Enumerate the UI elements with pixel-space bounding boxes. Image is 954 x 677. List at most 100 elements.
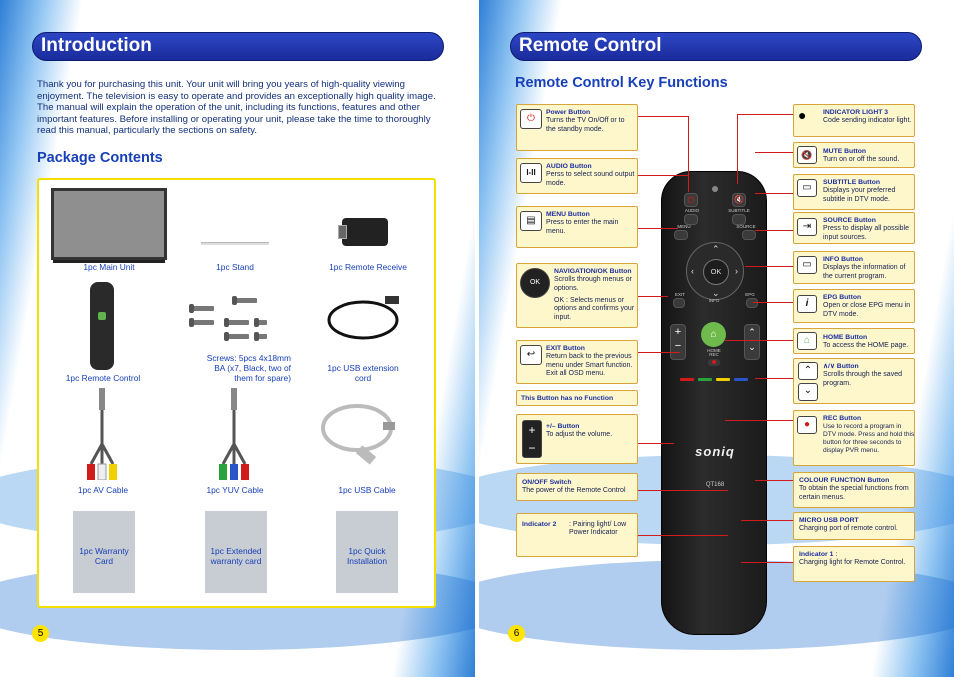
- callout-text: To access the HOME page.: [823, 342, 909, 350]
- leader-line: [638, 116, 688, 117]
- nav-up-icon: ⌃: [712, 244, 720, 254]
- callout-no-function: This Button has no Function: [516, 390, 638, 406]
- mute-icon: 🔇: [797, 146, 817, 164]
- callout-text: Press to display all possible input sour…: [823, 225, 909, 241]
- item-receiver: 1pc Remote Receive: [329, 262, 407, 272]
- callout-text: Open or close EPG menu in DTV mode.: [823, 302, 911, 318]
- usb-cord-image: [327, 296, 399, 340]
- tv-image: [51, 188, 167, 260]
- leader-line: [741, 562, 793, 563]
- title-bar: Remote Control: [510, 32, 922, 61]
- callout-title: SUBTITLE Button: [823, 179, 881, 186]
- leader-line: [755, 193, 793, 194]
- item-quick-install: 1pc Quick Installation: [346, 546, 388, 566]
- exit-icon: [673, 298, 685, 308]
- item-ext-warranty: 1pc Extended warranty card: [210, 546, 262, 566]
- callout-text: Turns the TV On/Off or to the standby mo…: [546, 117, 625, 133]
- callout-text: Scrolls through the saved program.: [823, 371, 902, 387]
- item-usb-cable: 1pc USB Cable: [338, 485, 396, 495]
- package-contents-box: 1pc Main Unit 1pc Stand 1pc Remote Recei…: [37, 178, 436, 608]
- leader-line: [638, 535, 728, 536]
- remote-illustration: ⏻ 🔇 AUDIO SUBTITLE MENU SOURCE ⌃ ‹ › ⌄ O…: [661, 171, 767, 635]
- leader-line: [638, 296, 668, 297]
- subtitle-icon: [732, 214, 746, 225]
- item-stand: 1pc Stand: [216, 262, 254, 272]
- callout-text: To adjust the volume.: [546, 431, 613, 439]
- info-screen-icon: ▭: [797, 256, 817, 274]
- callout-title: SOURCE Button: [823, 217, 876, 224]
- item-main-unit: 1pc Main Unit: [83, 262, 135, 272]
- channel-symbol: ∧/∨: [823, 363, 835, 370]
- leader-line: [638, 175, 688, 176]
- page-number: 5: [32, 625, 49, 642]
- leader-line: [638, 490, 728, 491]
- callout-indicator-1: Indicator 1 :Charging light for Remote C…: [793, 546, 915, 582]
- callout-text: To obtain the special functions from cer…: [799, 485, 909, 501]
- leader-line: [638, 228, 678, 229]
- callout-title: MUTE Button: [823, 148, 867, 155]
- remote-image: [90, 282, 114, 370]
- leader-line: [755, 230, 793, 231]
- nav-left-icon: ‹: [691, 266, 694, 276]
- callout-text: Return back to the previous menu under S…: [546, 353, 633, 377]
- leader-line: [638, 352, 680, 353]
- indicator-light-icon: ●: [798, 107, 807, 123]
- page-introduction: Introduction Thank you for purchasing th…: [0, 0, 475, 677]
- callout-title: Power Button: [546, 109, 591, 116]
- leader-line: [737, 114, 738, 184]
- page-title: Introduction: [41, 35, 152, 56]
- epg-info-icon: i: [797, 295, 817, 313]
- remote-label-audio: AUDIO: [684, 208, 700, 213]
- tv-base-image: [53, 260, 165, 263]
- callout-title: Indicator 1: [799, 551, 834, 558]
- ok-button: OK: [703, 259, 729, 285]
- leader-line: [753, 302, 793, 303]
- leader-line: [755, 378, 793, 379]
- remote-brand: soniq: [695, 444, 735, 459]
- leader-line: [688, 116, 689, 192]
- leader-line: [741, 520, 793, 521]
- receiver-image: [338, 218, 388, 246]
- remote-label-menu: MENU: [677, 224, 691, 229]
- leader-line: [638, 443, 674, 444]
- callout-title: Indicator 2: [522, 521, 557, 528]
- remote-label-source: SOURCE: [736, 224, 756, 229]
- leader-line: [755, 480, 793, 481]
- remote-subheading: Remote Control Key Functions: [515, 75, 728, 91]
- callout-text: Use to record a program in DTV mode. Pre…: [823, 423, 915, 454]
- remote-label-rec: REC: [709, 352, 719, 357]
- down-arrow-icon: ⌄: [798, 383, 818, 401]
- callout-ok-text: OK : Selects menus or options and confir…: [554, 297, 635, 321]
- color-key-green: [698, 378, 712, 381]
- indicator-led: [712, 186, 718, 192]
- item-usb-ext: 1pc USB extension cord: [327, 363, 399, 383]
- up-arrow-icon: ⌃: [798, 362, 818, 380]
- callout-title: EPG Button: [823, 294, 862, 301]
- item-remote: 1pc Remote Control: [65, 373, 141, 383]
- callout-title: EXIT Button: [546, 345, 585, 352]
- warranty-card-image: 1pc Warranty Card: [73, 511, 135, 593]
- callout-text: Perss to select sound output mode.: [546, 171, 635, 187]
- mute-icon: 🔇: [732, 193, 746, 207]
- callout-title: MENU Button: [546, 211, 590, 218]
- remote-model: QT168: [705, 482, 725, 488]
- color-key-yellow: [716, 378, 730, 381]
- audio-icon: I-II: [520, 163, 542, 183]
- callout-text: Charging light for Remote Control.: [799, 559, 906, 567]
- callout-title: Button: [836, 363, 859, 370]
- remote-label-subtitle: SUBTITLE: [728, 208, 750, 213]
- callout-title: INDICATOR LIGHT 3: [823, 109, 889, 116]
- volume-icon: +−: [522, 420, 542, 458]
- callout-title: HOME Button: [823, 334, 868, 341]
